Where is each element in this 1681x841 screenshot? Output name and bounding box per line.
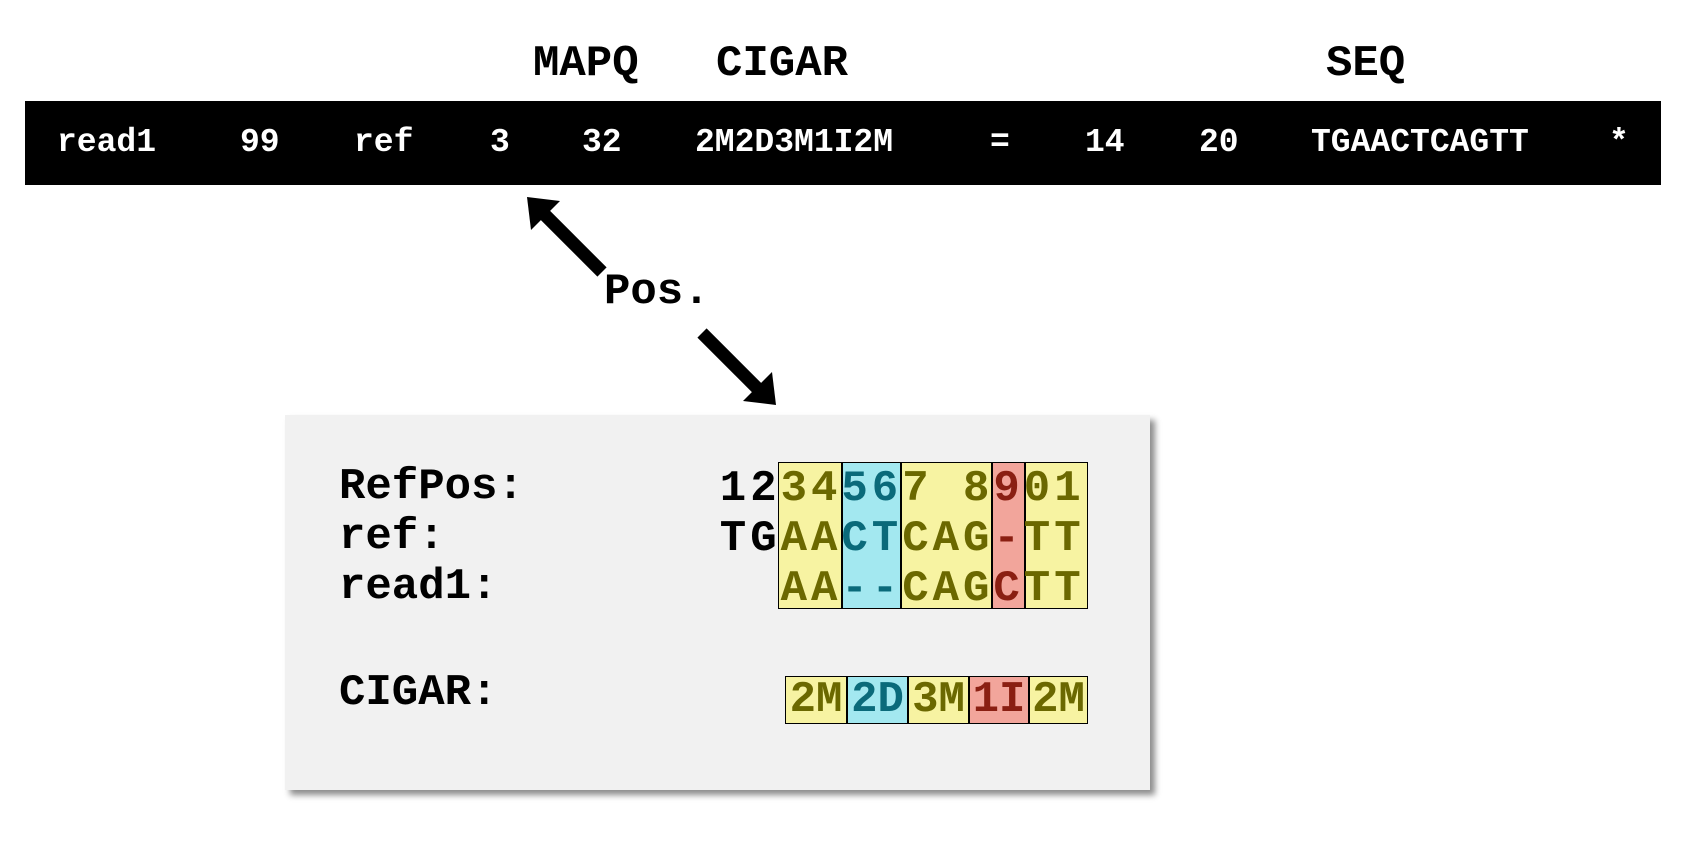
ref-char: C — [902, 514, 929, 564]
insertion-block — [992, 462, 1025, 609]
read-char: G — [962, 564, 990, 614]
ref-char: - — [993, 514, 1020, 564]
refpos-char: 6 — [871, 464, 899, 514]
refpos-char: 8 — [962, 464, 990, 514]
read-char: T — [1054, 564, 1081, 614]
qname-field: read1 — [57, 124, 157, 161]
refpos-char: 0 — [1023, 464, 1051, 514]
refpos-char: 5 — [841, 464, 868, 514]
mapq-field: 32 — [582, 124, 622, 161]
rnext-field: = — [990, 124, 1010, 161]
read-char: A — [932, 564, 959, 614]
ref-char: C — [841, 514, 868, 564]
seq-header: SEQ — [1326, 39, 1406, 89]
deletion-block — [842, 462, 901, 609]
read-char: A — [810, 564, 838, 614]
refpos-char: 1 — [1054, 464, 1081, 514]
cigar-header: CIGAR — [716, 39, 849, 89]
pos-label: Pos. — [604, 267, 710, 317]
ref-char: A — [932, 514, 959, 564]
qual-field: * — [1609, 124, 1629, 161]
tlen-field: 20 — [1199, 124, 1239, 161]
cigar-field: 2M2D3M1I2M — [695, 124, 894, 161]
ref-char: T — [1054, 514, 1081, 564]
seq-field: TGAACTCAGTT — [1311, 124, 1529, 161]
alignment-panel: RefPos: ref: read1: CIGAR: — [285, 415, 1150, 790]
read-label: read1: — [339, 562, 498, 612]
mapq-header: MAPQ — [533, 39, 639, 89]
read-char: T — [1023, 564, 1051, 614]
match-block-1 — [778, 462, 842, 609]
read-char: - — [841, 564, 868, 614]
refpos-char: 9 — [993, 464, 1020, 514]
sam-record: read1 99 ref 3 32 2M2D3M1I2M = 14 20 TGA… — [25, 101, 1661, 185]
arrow-down-right-icon — [697, 328, 776, 405]
cigar-op-5: 2M — [1029, 676, 1088, 724]
ref-char: T — [719, 514, 747, 564]
cigar-label: CIGAR: — [339, 668, 498, 718]
read-char: - — [871, 564, 899, 614]
flag-field: 99 — [240, 124, 280, 161]
ref-char: G — [750, 514, 777, 564]
refpos-char: 3 — [780, 464, 807, 514]
cigar-op-2: 2D — [847, 676, 908, 724]
rname-field: ref — [354, 124, 414, 161]
refpos-char: 2 — [750, 464, 777, 514]
read-char: C — [993, 564, 1020, 614]
arrow-up-left-icon — [527, 197, 607, 277]
refpos-char: 1 — [719, 464, 747, 514]
refpos-label: RefPos: — [339, 462, 524, 512]
cigar-op-4: 1I — [969, 676, 1029, 724]
refpos-char: 4 — [810, 464, 838, 514]
refpos-char: 7 — [902, 464, 929, 514]
ref-char: G — [962, 514, 990, 564]
match-block-3 — [1025, 462, 1088, 609]
ref-char: A — [810, 514, 838, 564]
cigar-op-1: 2M — [785, 676, 847, 724]
ref-char: T — [1023, 514, 1051, 564]
cigar-op-3: 3M — [908, 676, 969, 724]
pnext-field: 14 — [1085, 124, 1125, 161]
pos-field: 3 — [490, 124, 510, 161]
match-block-2 — [901, 462, 992, 609]
ref-char: T — [871, 514, 899, 564]
ref-label: ref: — [339, 512, 445, 562]
ref-char: A — [780, 514, 807, 564]
read-char: C — [902, 564, 929, 614]
read-char: A — [780, 564, 807, 614]
